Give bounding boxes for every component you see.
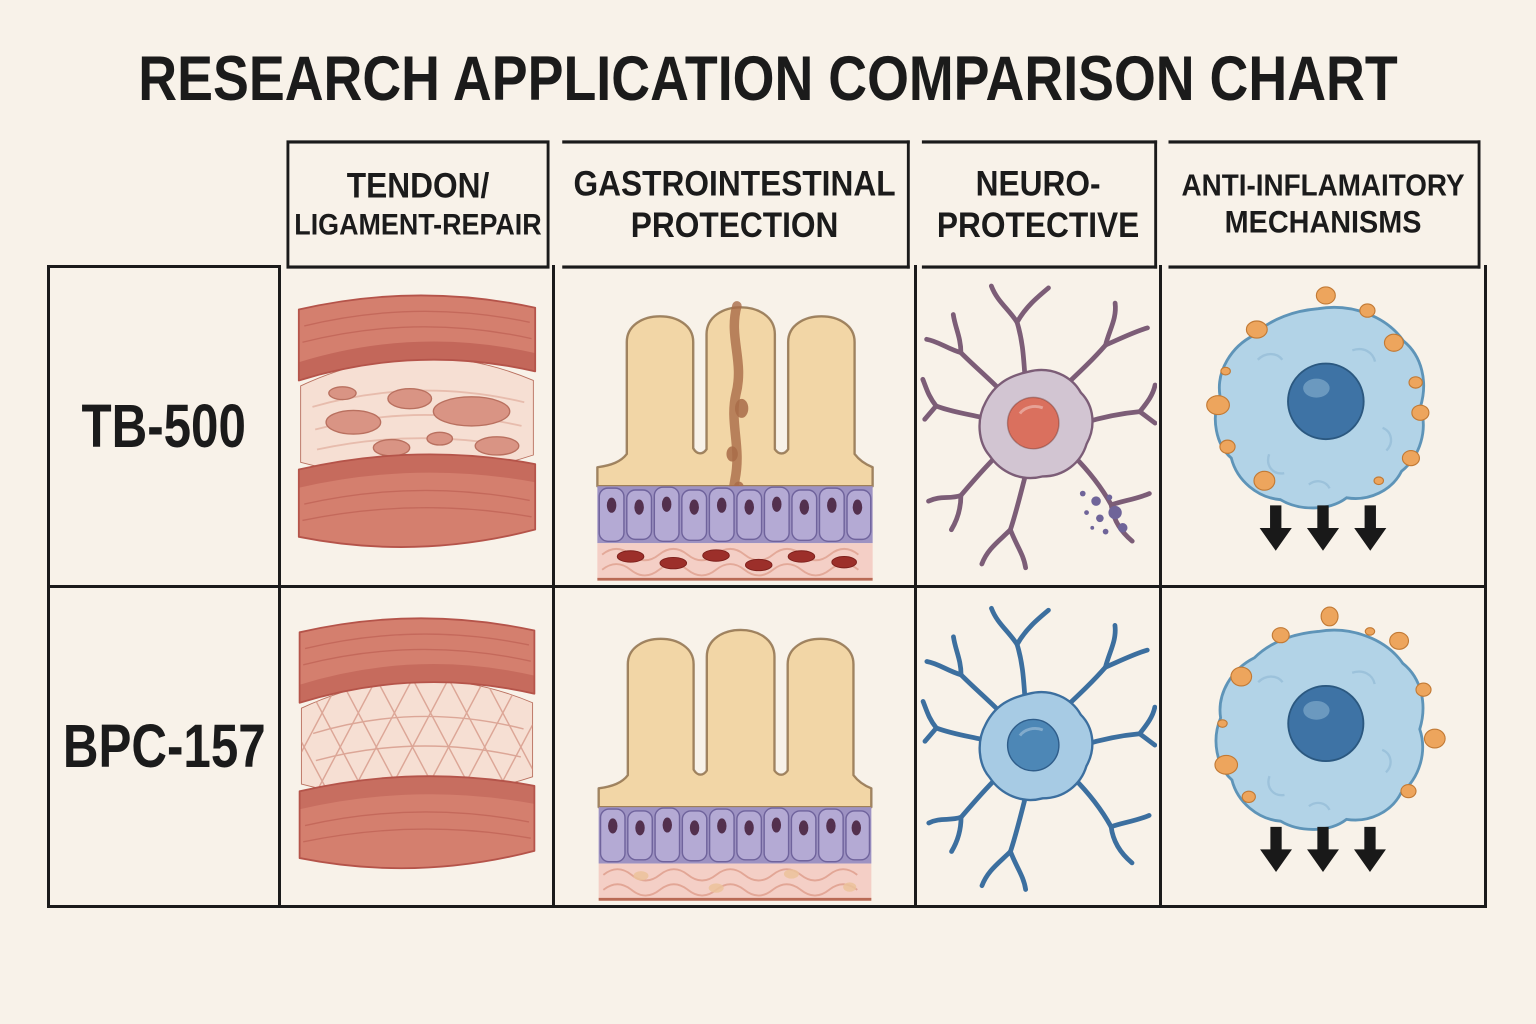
immune-cell-cytokines-illustration (1206, 286, 1430, 551)
column-header-line: LIGAMENT-REPAIR (294, 208, 542, 242)
column-header-line: PROTECTION (630, 204, 839, 244)
down-arrows (1260, 826, 1386, 872)
column-header-line: TENDON/ (346, 166, 490, 206)
cell-bpc157-neuro (917, 588, 1162, 908)
row-label-cell-bpc157: BPC-157 (47, 588, 281, 908)
corner-spacer (47, 144, 281, 265)
cell-tb500-anti-inflammatory (1162, 265, 1487, 588)
row-label-cell-tb500: TB-500 (47, 265, 281, 588)
intestinal-villi-damaged-illustration (595, 301, 874, 581)
column-header-line: NEURO- (975, 163, 1101, 203)
cell-tb500-neuro (917, 265, 1162, 588)
neuron-blue-healthy-illustration (920, 605, 1157, 892)
column-header-line: PROTECTIVE (936, 204, 1140, 244)
cytokine-dots (1206, 286, 1430, 491)
tendon-tissue-healed-illustration (298, 616, 535, 869)
column-header-line: MECHANISMS (1224, 204, 1422, 240)
tendon-tissue-damaged-illustration (297, 294, 536, 548)
column-header-line: GASTROINTESTINAL (573, 163, 896, 203)
intestinal-villi-healthy-illustration (596, 628, 873, 901)
page-title: RESEARCH APPLICATION COMPARISON CHART (138, 43, 1398, 114)
cell-bpc157-tendon (281, 588, 555, 908)
neuron-purple-injured-illustration (920, 283, 1157, 571)
column-header-gastrointestinal-protection: GASTROINTESTINAL PROTECTION (562, 140, 910, 269)
column-header-tendon-ligament-repair: TENDON/ LIGAMENT-REPAIR (286, 140, 550, 269)
cell-tb500-tendon (281, 265, 555, 588)
comparison-table: TENDON/ LIGAMENT-REPAIR GASTROINTESTINAL… (47, 140, 1487, 908)
cell-bpc157-anti-inflammatory (1162, 588, 1487, 908)
column-header-line: ANTI-INFLAMAITORY (1181, 168, 1465, 203)
immune-cell-cytokines-illustration (1214, 605, 1446, 872)
neural-debris-dots (1079, 490, 1128, 535)
column-header-neuro-protective: NEURO- PROTECTIVE (921, 140, 1158, 269)
cell-tb500-gastrointestinal (555, 265, 917, 588)
row-label: TB-500 (81, 392, 247, 461)
cell-bpc157-gastrointestinal (555, 588, 917, 908)
row-label: BPC-157 (62, 712, 266, 781)
down-arrows (1259, 505, 1387, 551)
column-header-anti-inflammatory-mechanisms: ANTI-INFLAMAITORY MECHANISMS (1168, 140, 1481, 269)
cytokine-dots (1214, 605, 1446, 803)
